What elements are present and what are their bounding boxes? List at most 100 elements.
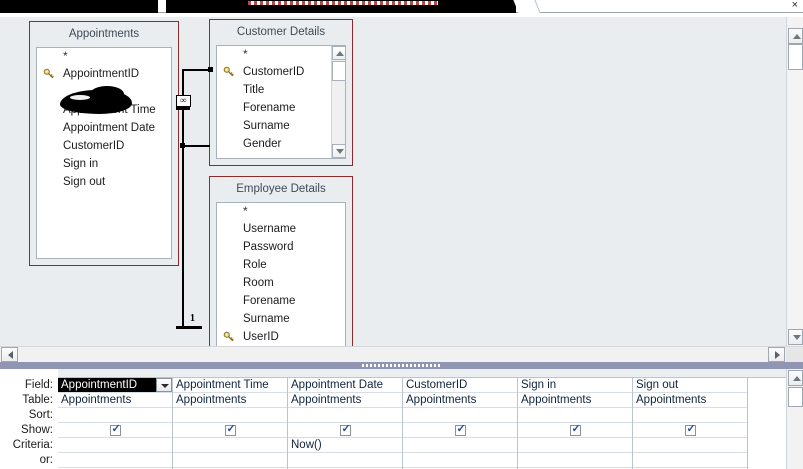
table-box-customer-details[interactable]: Customer Details * CustomerID Title Fore… (209, 19, 353, 166)
grid-cell-show-1[interactable]: ✓ (58, 423, 172, 438)
grid-column-2[interactable]: Appointment Time Appointments ✓ (173, 378, 288, 469)
pane-splitter[interactable] (0, 362, 803, 369)
grid-cell-or-3[interactable] (288, 453, 402, 468)
join-line-top-horizontal[interactable] (182, 69, 212, 71)
grid-column-1[interactable]: AppointmentID Appointments ✓ (58, 378, 173, 469)
field-employee-surname[interactable]: Surname (243, 313, 290, 325)
field-customer-title[interactable]: Title (243, 84, 265, 96)
grid-cell-field-6[interactable]: Sign out (633, 378, 747, 393)
field-appointments-sign-in[interactable]: Sign in (63, 158, 99, 170)
query-design-grid[interactable]: Field: Table: Sort: Show: Criteria: or: … (0, 369, 803, 469)
grid-column-3[interactable]: Appointment Date Appointments ✓ Now() (288, 378, 403, 469)
show-checkbox-5[interactable]: ✓ (569, 424, 581, 436)
grid-cell-field-3[interactable]: Appointment Date (288, 378, 402, 393)
grid-cell-field-4[interactable]: CustomerID (403, 378, 517, 393)
grid-column-selector-row[interactable] (58, 369, 786, 378)
grid-cell-table-4[interactable]: Appointments (403, 393, 517, 408)
grid-vertical-scrollbar[interactable] (786, 369, 803, 469)
field-employee-star[interactable]: * (243, 204, 248, 218)
scroll-right-button[interactable] (768, 347, 785, 362)
field-list-employee-details[interactable]: * Username Password Role Room Forename S… (216, 202, 346, 346)
grid-cell-table-1[interactable]: Appointments (58, 393, 172, 408)
grid-cell-show-4[interactable]: ✓ (403, 423, 517, 438)
field-employee-username[interactable]: Username (243, 223, 297, 235)
grid-cell-show-5[interactable]: ✓ (518, 423, 632, 438)
field-employee-userid[interactable]: UserID (217, 328, 345, 346)
show-checkbox-4[interactable]: ✓ (454, 424, 466, 436)
grid-cell-show-6[interactable]: ✓ (633, 423, 747, 438)
grid-column-6[interactable]: Sign out Appointments ✓ (633, 378, 748, 469)
field-appointments-appointmentid[interactable]: AppointmentID (37, 65, 171, 83)
show-checkbox-6[interactable]: ✓ (684, 424, 696, 436)
grid-column-5[interactable]: Sign in Appointments ✓ (518, 378, 633, 469)
grid-cell-table-5[interactable]: Appointments (518, 393, 632, 408)
grid-cell-criteria-6[interactable] (633, 438, 747, 453)
grid-cell-criteria-5[interactable] (518, 438, 632, 453)
show-checkbox-2[interactable]: ✓ (224, 424, 236, 436)
table-box-appointments[interactable]: Appointments * AppointmentID Appointment… (29, 21, 179, 266)
grid-cell-field-5[interactable]: Sign in (518, 378, 632, 393)
grid-column-4[interactable]: CustomerID Appointments ✓ (403, 378, 518, 469)
grid-cell-or-2[interactable] (173, 453, 287, 468)
field-customer-forename[interactable]: Forename (243, 102, 296, 114)
show-checkbox-1[interactable]: ✓ (109, 424, 121, 436)
field-appointments-sign-out[interactable]: Sign out (63, 176, 106, 188)
grid-cell-sort-4[interactable] (403, 408, 517, 423)
diagram-horizontal-scrollbar[interactable] (0, 346, 803, 362)
grid-scrollbar-thumb[interactable] (788, 387, 803, 407)
grid-cell-field-2[interactable]: Appointment Time (173, 378, 287, 393)
field-dropdown-button[interactable] (156, 378, 172, 392)
grid-cell-or-1[interactable] (58, 453, 172, 468)
field-customer-surname[interactable]: Surname (243, 120, 290, 132)
field-list-appointments[interactable]: * AppointmentID Appointment Time Appoint… (36, 47, 172, 259)
relationship-diagram-pane[interactable]: Appointments * AppointmentID Appointment… (0, 17, 803, 346)
field-appointments-star[interactable]: * (63, 49, 68, 63)
scroll-up-button[interactable] (332, 46, 345, 60)
grid-cell-criteria-4[interactable] (403, 438, 517, 453)
grid-scroll-up-button[interactable] (788, 370, 803, 386)
grid-cell-criteria-1[interactable] (58, 438, 172, 453)
table-box-employee-details[interactable]: Employee Details * Username Password Rol… (209, 176, 353, 346)
document-tab-1[interactable] (0, 0, 158, 13)
scroll-left-button[interactable] (1, 347, 18, 362)
field-employee-role[interactable]: Role (243, 259, 267, 271)
grid-cell-or-4[interactable] (403, 453, 517, 468)
join-line-vertical[interactable] (182, 69, 184, 327)
grid-cell-or-5[interactable] (518, 453, 632, 468)
grid-cell-field-1[interactable]: AppointmentID (58, 378, 172, 393)
scroll-down-button[interactable] (332, 144, 345, 158)
grid-cell-sort-5[interactable] (518, 408, 632, 423)
field-appointments-appointment-date[interactable]: Appointment Date (63, 122, 156, 134)
grid-cell-show-2[interactable]: ✓ (173, 423, 287, 438)
grid-cell-criteria-2[interactable] (173, 438, 287, 453)
diagram-scrollbar-thumb[interactable] (788, 44, 803, 70)
join-line-mid-horizontal[interactable] (182, 145, 210, 147)
splitter-grip[interactable] (361, 364, 442, 367)
grid-cell-table-2[interactable]: Appointments (173, 393, 287, 408)
field-customer-gender[interactable]: Gender (243, 138, 282, 150)
grid-cell-show-3[interactable]: ✓ (288, 423, 402, 438)
document-tab-2[interactable] (166, 0, 516, 13)
show-checkbox-3[interactable]: ✓ (339, 424, 351, 436)
diagram-scrollbar-track[interactable] (788, 71, 803, 328)
field-employee-password[interactable]: Password (243, 241, 294, 253)
grid-cell-sort-3[interactable] (288, 408, 402, 423)
grid-cell-sort-6[interactable] (633, 408, 747, 423)
field-appointments-customerid[interactable]: CustomerID (63, 140, 125, 152)
diagram-scroll-up-button[interactable] (788, 28, 803, 44)
grid-cell-sort-2[interactable] (173, 408, 287, 423)
scrollbar-thumb[interactable] (332, 61, 345, 81)
field-list-customer-details[interactable]: * CustomerID Title Forename Surname Gend… (216, 45, 346, 159)
grid-cell-table-6[interactable]: Appointments (633, 393, 747, 408)
field-customer-customerid[interactable]: CustomerID (217, 63, 345, 81)
close-icon[interactable]: × (791, 0, 798, 11)
grid-cell-table-3[interactable]: Appointments (288, 393, 402, 408)
field-customer-star[interactable]: * (243, 47, 248, 61)
field-list-scrollbar-customer[interactable] (331, 46, 345, 158)
diagram-vertical-scrollbar[interactable] (786, 17, 803, 346)
diagram-scroll-down-button[interactable] (788, 329, 803, 345)
grid-cell-criteria-3[interactable]: Now() (288, 438, 402, 453)
field-employee-room[interactable]: Room (243, 277, 274, 289)
field-employee-forename[interactable]: Forename (243, 295, 296, 307)
grid-cell-or-6[interactable] (633, 453, 747, 468)
